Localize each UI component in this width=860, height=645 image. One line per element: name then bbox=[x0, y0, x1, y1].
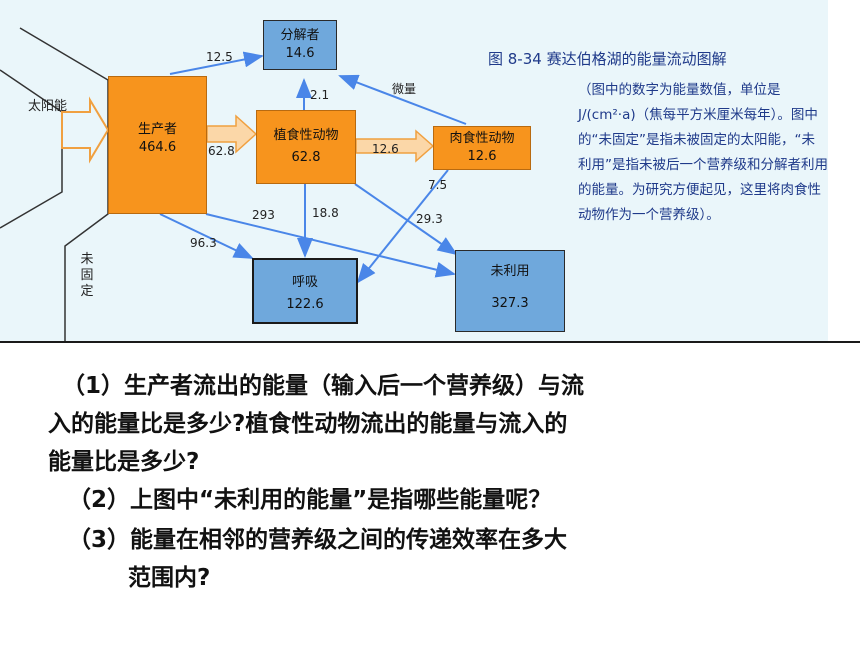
flow-arrows bbox=[0, 27, 467, 342]
question-3-line-1: （3）能量在相邻的营养级之间的传递效率在多大 bbox=[68, 527, 568, 553]
flow-label-carnivore-decomposer: 微量 bbox=[392, 82, 417, 96]
herbivore-box: 植食性动物 62.8 bbox=[256, 110, 356, 184]
herbivore-value: 62.8 bbox=[291, 150, 321, 165]
sun-boundary-line-outer bbox=[0, 69, 63, 229]
unfixed-label: 未固定 bbox=[80, 252, 94, 299]
producer-respiration-arrow bbox=[159, 213, 254, 259]
respiration-name: 呼吸 bbox=[291, 275, 318, 290]
herbivore-unused-arrow bbox=[354, 183, 458, 256]
figure-caption: （图中的数字为能量数值，单位是 J/(cm²·a)（焦每平方米厘米每年）。图中的… bbox=[578, 82, 828, 223]
unused-box: 未利用 327.3 bbox=[455, 250, 565, 332]
question-1-line-3: 能量比是多少? bbox=[48, 449, 200, 475]
decomposer-box: 分解者 14.6 bbox=[263, 20, 337, 70]
figure-right-margin bbox=[828, 0, 860, 342]
question-1-line-1: （1）生产者流出的能量（输入后一个营养级）与流 bbox=[62, 373, 585, 399]
sun-energy-label: 太阳能 bbox=[28, 99, 68, 114]
respiration-value: 122.6 bbox=[286, 297, 324, 312]
flow-label-producer-respiration: 96.3 bbox=[190, 236, 217, 250]
question-1-line-2: 入的能量比是多少?植食性动物流出的能量与流入的 bbox=[48, 411, 568, 437]
flow-label-herbivore-decomposer: 2.1 bbox=[310, 88, 330, 102]
carnivore-decomposer-arrow bbox=[338, 74, 467, 125]
flow-label-herbivore-respiration: 18.8 bbox=[312, 206, 339, 220]
figure-divider bbox=[0, 341, 860, 343]
energy-flow-figure: 太阳能 未固定 分解者 14.6 生产者 464.6 植食性动物 62.8 肉食… bbox=[0, 0, 828, 342]
flow-label-carnivore-respiration: 7.5 bbox=[428, 178, 448, 192]
sun-arrow bbox=[61, 96, 110, 164]
flow-label-producer-decomposer: 12.5 bbox=[206, 50, 233, 64]
herbivore-name: 植食性动物 bbox=[273, 128, 339, 143]
producer-herbivore-arrow bbox=[206, 114, 258, 154]
carnivore-respiration-arrow bbox=[356, 169, 449, 284]
decomposer-name: 分解者 bbox=[280, 28, 320, 43]
figure-title: 图 8-34 赛达伯格湖的能量流动图解 bbox=[488, 50, 727, 68]
unused-value: 327.3 bbox=[491, 296, 529, 311]
carnivore-name: 肉食性动物 bbox=[449, 131, 515, 146]
producer-box: 生产者 464.6 bbox=[108, 76, 207, 214]
decomposer-value: 14.6 bbox=[285, 46, 315, 61]
flow-label-producer-unused: 293 bbox=[252, 208, 275, 222]
producer-decomposer-arrow bbox=[169, 51, 264, 75]
flow-label-herbivore-unused: 29.3 bbox=[416, 212, 443, 226]
respiration-box: 呼吸 122.6 bbox=[252, 258, 358, 324]
herbivore-carnivore-arrow bbox=[355, 129, 435, 163]
sun-boundary-line bbox=[19, 27, 109, 342]
producer-value: 464.6 bbox=[138, 140, 177, 155]
carnivore-value: 12.6 bbox=[467, 149, 497, 164]
flow-label-herbivore-carnivore: 12.6 bbox=[372, 142, 399, 156]
flow-label-producer-herbivore: 62.8 bbox=[208, 144, 235, 158]
producer-unused-arrow bbox=[205, 213, 456, 278]
unused-name: 未利用 bbox=[490, 264, 530, 279]
question-3-line-2: 范围内? bbox=[128, 565, 211, 591]
carnivore-box: 肉食性动物 12.6 bbox=[433, 126, 531, 170]
question-2: （2）上图中“未利用的能量”是指哪些能量呢？ bbox=[68, 487, 552, 513]
producer-name: 生产者 bbox=[137, 122, 177, 137]
